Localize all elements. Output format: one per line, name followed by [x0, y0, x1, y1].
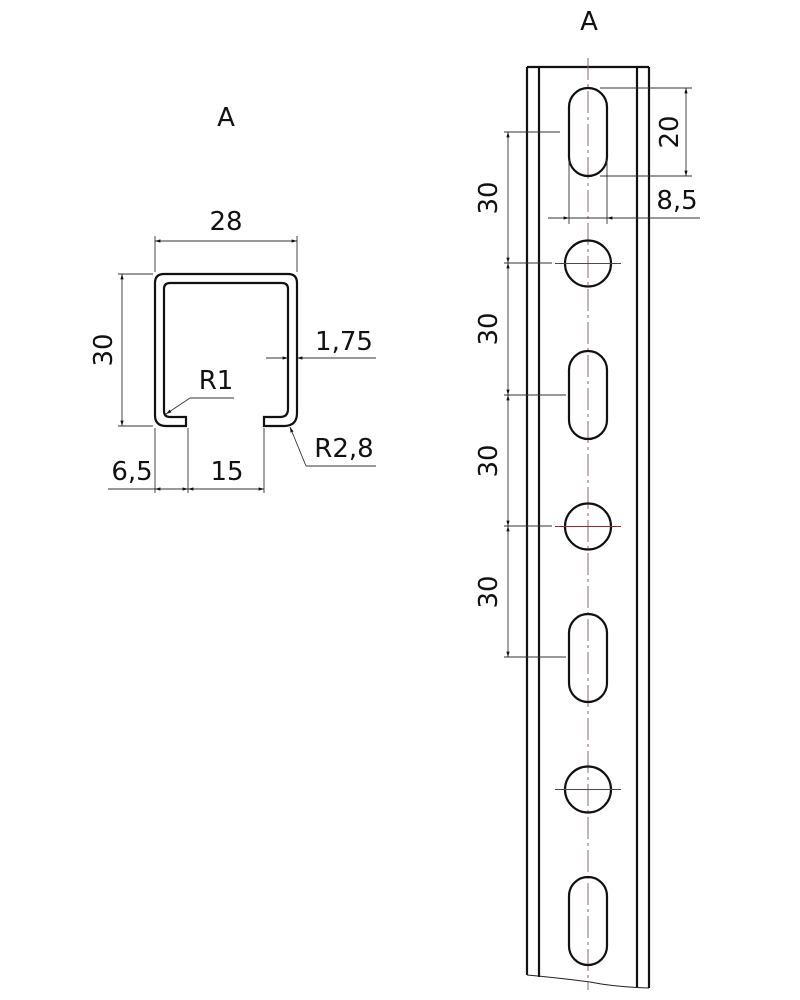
slot-hole: [567, 612, 609, 704]
leader-line: [165, 397, 191, 415]
dim-opening-text: 15: [210, 457, 243, 487]
dim-pitch-text: 30: [474, 312, 504, 345]
break-line: [526, 974, 650, 989]
dim-slot-length-text: 20: [655, 115, 685, 148]
dim-lip-text: 6,5: [111, 457, 152, 487]
leader-line: [289, 426, 307, 467]
dim-height-text: 30: [89, 333, 119, 366]
dim-inner-radius-text: R1: [199, 366, 234, 396]
dim-pitch-text: 30: [474, 181, 504, 214]
hole-pattern: [555, 86, 621, 967]
slot-hole: [567, 875, 609, 967]
dim-pitch-text: 30: [474, 575, 504, 608]
dim-pitch-text: 30: [474, 444, 504, 477]
section-label: A: [217, 103, 235, 133]
dim-slot-width-text: 8,5: [656, 186, 697, 216]
dim-outer-radius-text: R2,8: [314, 434, 373, 464]
dim-thickness-text: 1,75: [315, 327, 373, 357]
dim-width-text: 28: [209, 207, 242, 237]
slot-hole: [567, 86, 609, 178]
front-view: A 20 8,5 30 30 30: [474, 7, 700, 990]
profile-outer-outline: [153, 272, 299, 428]
slot-hole: [567, 349, 609, 441]
front-label: A: [580, 7, 598, 37]
section-view: A 28 30 1,75 R1 R2,8 6,5 15: [89, 103, 376, 493]
